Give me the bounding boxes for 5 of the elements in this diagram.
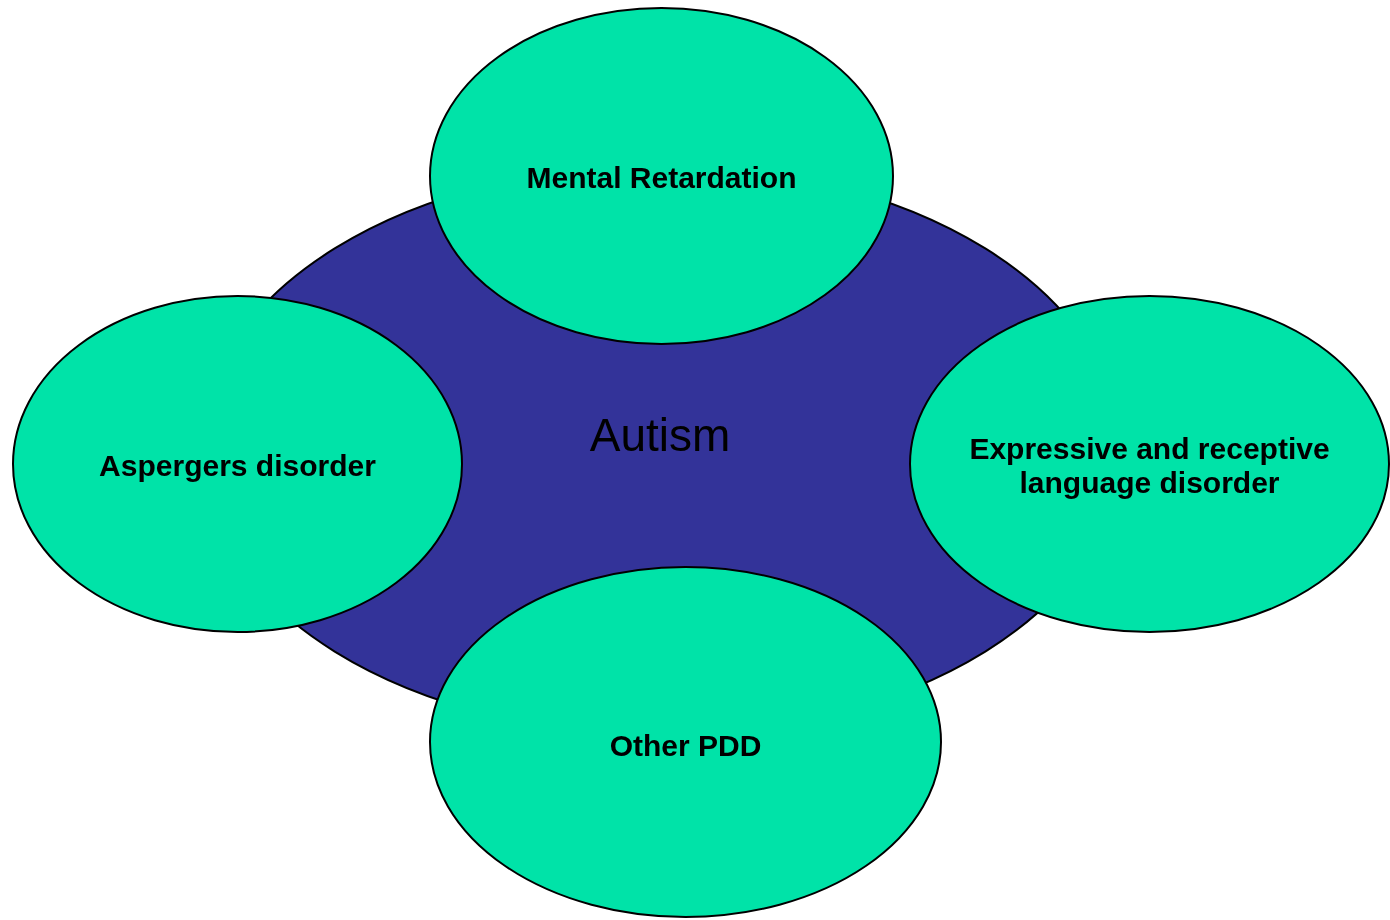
- oval-label: Other PDD: [609, 729, 762, 763]
- oval-label: Aspergers disorder: [99, 449, 376, 483]
- oval-label: Autism: [589, 408, 731, 462]
- oval-label: Mental Retardation: [526, 161, 797, 195]
- oval-label: Expressive and receptive language disorder: [968, 432, 1331, 500]
